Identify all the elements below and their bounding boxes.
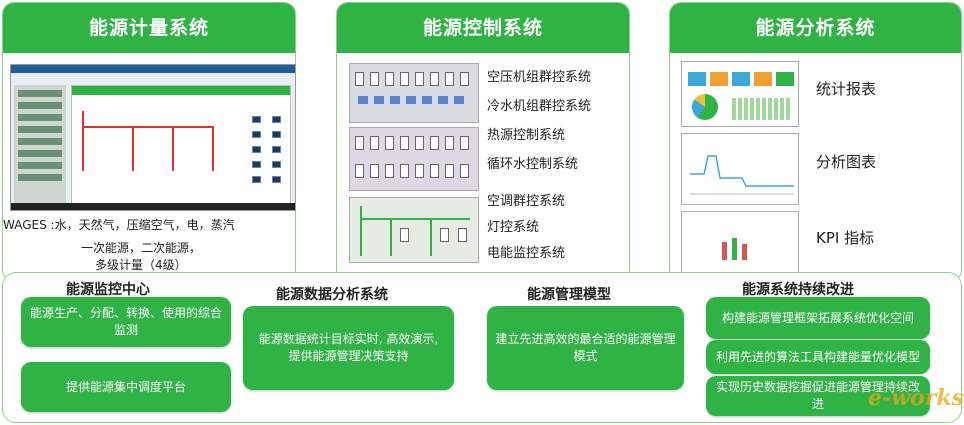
screenshot-taskbar bbox=[11, 203, 295, 210]
model-box: 建立先进高效的最合适的能源管理模式 bbox=[487, 306, 684, 390]
control-item-5: 空调群控系统 bbox=[487, 194, 566, 209]
analysis-title: 能源分析系统 bbox=[670, 3, 961, 53]
control-item-3: 热源控制系统 bbox=[487, 128, 566, 143]
control-title: 能源控制系统 bbox=[337, 3, 629, 53]
control-item-7: 电能监控系统 bbox=[487, 246, 566, 261]
analysis-item-3: KPI 指标 bbox=[816, 229, 875, 247]
eworks-watermark-logo: e-works bbox=[868, 385, 964, 411]
data-analysis-title: 能源数据分析系统 bbox=[276, 287, 388, 303]
metering-levels-text: 多级计量（4级） bbox=[95, 258, 187, 272]
control-item-4: 循环水控制系统 bbox=[487, 157, 579, 172]
model-title: 能源管理模型 bbox=[527, 287, 611, 303]
monitor-box-1: 能源生产、分配、转换、使用的综合监测 bbox=[21, 297, 231, 347]
chiller-screenshot bbox=[349, 63, 479, 123]
data-analysis-box: 能源数据统计目标实时, 高效演示, 提供能源管理决策支持 bbox=[243, 306, 454, 390]
improve-box-3: 实现历史数据挖掘促进能源管理持续改进 bbox=[706, 376, 930, 416]
analysis-panel: 能源分析系统 统计报表 分析图表 KPI 指标 bbox=[669, 2, 962, 282]
analysis-item-2: 分析图表 bbox=[816, 153, 877, 171]
hvac-screenshot bbox=[349, 197, 479, 263]
wages-text: WAGES :水，天然气，压缩空气，电，蒸汽 bbox=[3, 218, 235, 232]
report-screenshot bbox=[681, 61, 799, 127]
screenshot-sidebar bbox=[14, 85, 66, 207]
analysis-item-1: 统计报表 bbox=[816, 80, 877, 98]
metering-screenshot bbox=[10, 64, 296, 211]
control-item-2: 冷水机组群控系统 bbox=[487, 99, 592, 114]
improve-box-1: 构建能源管理框架拓展系统优化空间 bbox=[706, 297, 930, 339]
control-item-6: 灯控系统 bbox=[487, 220, 540, 235]
monitor-title: 能源监控中心 bbox=[66, 282, 150, 298]
energy-types-text: 一次能源，二次能源， bbox=[81, 241, 202, 255]
metering-panel: 能源计量系统 WAGES :水，天然气，压缩空气，电，蒸汽 一次能源，二次能源，… bbox=[2, 2, 296, 282]
metering-title: 能源计量系统 bbox=[3, 3, 295, 53]
chart-screenshot bbox=[681, 133, 799, 205]
control-item-1: 空压机组群控系统 bbox=[487, 70, 592, 85]
improve-title: 能源系统持续改进 bbox=[742, 282, 854, 298]
kpi-screenshot bbox=[681, 211, 799, 275]
control-panel: 能源控制系统 空压机组群控系统 冷水机组群控系统 热源控制系统 循环水控制系统 … bbox=[336, 2, 630, 282]
monitor-box-2: 提供能源集中调度平台 bbox=[21, 362, 231, 412]
improve-box-2: 利用先进的算法工具构建能量优化模型 bbox=[706, 340, 930, 374]
screenshot-topbar bbox=[11, 65, 295, 73]
heat-source-screenshot bbox=[349, 127, 479, 191]
screenshot-diagram bbox=[71, 85, 291, 206]
